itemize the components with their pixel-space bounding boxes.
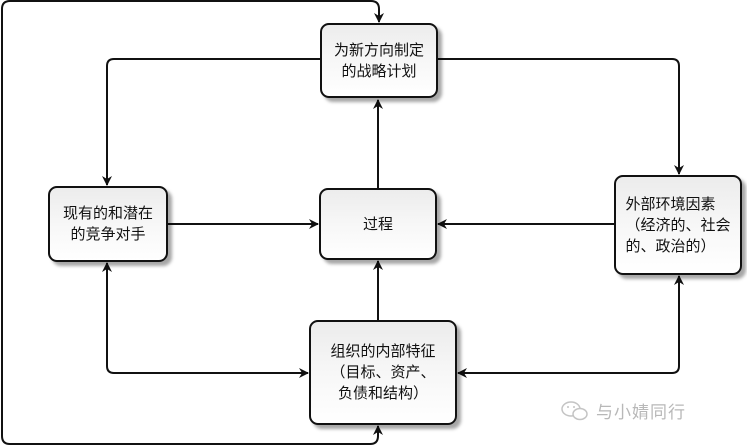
edge-competitors-internal [102, 262, 309, 378]
node-internal-characteristics: 组织的内部特征 （目标、资产、 负债和结构） [309, 320, 457, 425]
node-label-line: 现有的和潜在 [62, 204, 153, 222]
node-label-line: 为新方向制定 [333, 40, 424, 59]
node-label-line: 过程 [362, 214, 393, 233]
node-label-line: 的、政治的） [625, 236, 716, 255]
wechat-icon [561, 400, 588, 420]
node-external-factors: 外部环境因素 （经济的、社会 的、政治的） [614, 175, 742, 275]
node-label-line: 组织的内部特征 [330, 342, 436, 360]
node-strategy-plan: 为新方向制定 的战略计划 [320, 23, 438, 98]
node-label-line: 的战略计划 [341, 61, 417, 80]
edge-strategy-to-external [438, 58, 684, 175]
node-label-line: 的竞争对手 [70, 225, 146, 243]
node-label-line: （目标、资产、 [330, 363, 436, 381]
node-process: 过程 [319, 188, 437, 260]
node-label-line: （经济的、社会 [625, 215, 731, 234]
edge-internal-to-strategy-loop [1, 0, 384, 445]
edge-external-internal [457, 275, 684, 378]
node-competitors: 现有的和潜在 的竞争对手 [48, 186, 168, 262]
node-label-line: 外部环境因素 [625, 194, 716, 213]
edge-strategy-to-competitors [102, 58, 320, 186]
watermark-text: 与小婧同行 [596, 403, 686, 423]
watermark: 与小婧同行 [560, 398, 686, 423]
node-label-line: 负债和结构） [337, 384, 428, 402]
